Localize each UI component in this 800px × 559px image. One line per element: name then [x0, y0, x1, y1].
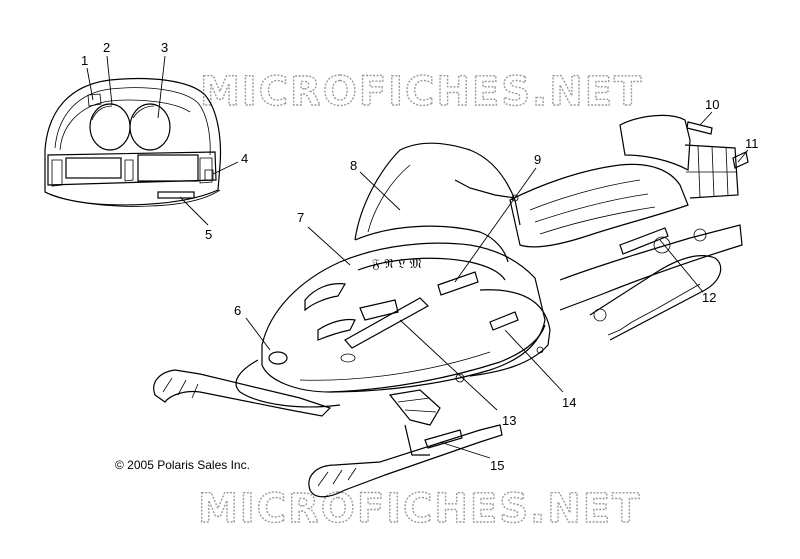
callout-7: 7: [297, 210, 304, 225]
gauge-right-shape: [129, 103, 171, 151]
gauge-left-shape: [89, 103, 131, 151]
decal-10-shape: [686, 121, 713, 135]
callout-14: 14: [562, 395, 576, 410]
callout-3: 3: [161, 40, 168, 55]
seat-shape: [509, 163, 689, 248]
decal-15-shape: [424, 429, 463, 449]
callout-6: 6: [234, 303, 241, 318]
callout-15: 15: [490, 458, 504, 473]
decal-4-shape: [204, 169, 214, 181]
decal-5-shape: [157, 191, 195, 199]
decal-12-shape: [619, 227, 669, 255]
callout-8: 8: [350, 158, 357, 173]
callout-12: 12: [702, 290, 716, 305]
dashboard-inset: [44, 77, 222, 207]
callout-labels: 1 2 3 4 5 6 7 8 9 10 11 12 13 14 15: [81, 40, 759, 473]
decal-1-shape: [87, 93, 102, 107]
ski-left-shape: [153, 369, 332, 417]
callout-10: 10: [705, 97, 719, 112]
decal-panel-left: [65, 157, 122, 179]
watermark-bottom: MICROFICHES.NET: [198, 486, 641, 532]
decal-panel-right: [137, 154, 199, 182]
headlight-shape: [268, 351, 288, 365]
callout-11: 11: [745, 136, 759, 151]
ski-right-shape: [308, 424, 503, 498]
windshield-shape: [354, 142, 521, 241]
watermark-top: MICROFICHES.NET: [200, 69, 643, 115]
svg-text:𝔉 𝔑 𝔏 𝔐: 𝔉 𝔑 𝔏 𝔐: [372, 257, 422, 272]
copyright-notice: © 2005 Polaris Sales Inc.: [115, 458, 250, 472]
leader-lines: [86, 55, 749, 459]
callout-1: 1: [81, 53, 88, 68]
callout-5: 5: [205, 227, 212, 242]
decal-9-shape: [437, 271, 479, 296]
callout-2: 2: [103, 40, 110, 55]
callout-13: 13: [502, 413, 516, 428]
decal-13-shape: [344, 297, 429, 349]
callout-4: 4: [241, 151, 248, 166]
decal-11-shape: [732, 151, 749, 169]
callout-9: 9: [534, 152, 541, 167]
decal-14-shape: [489, 311, 519, 331]
snowmobile-illustration: 𝔉 𝔑 𝔏 𝔐: [153, 114, 749, 498]
